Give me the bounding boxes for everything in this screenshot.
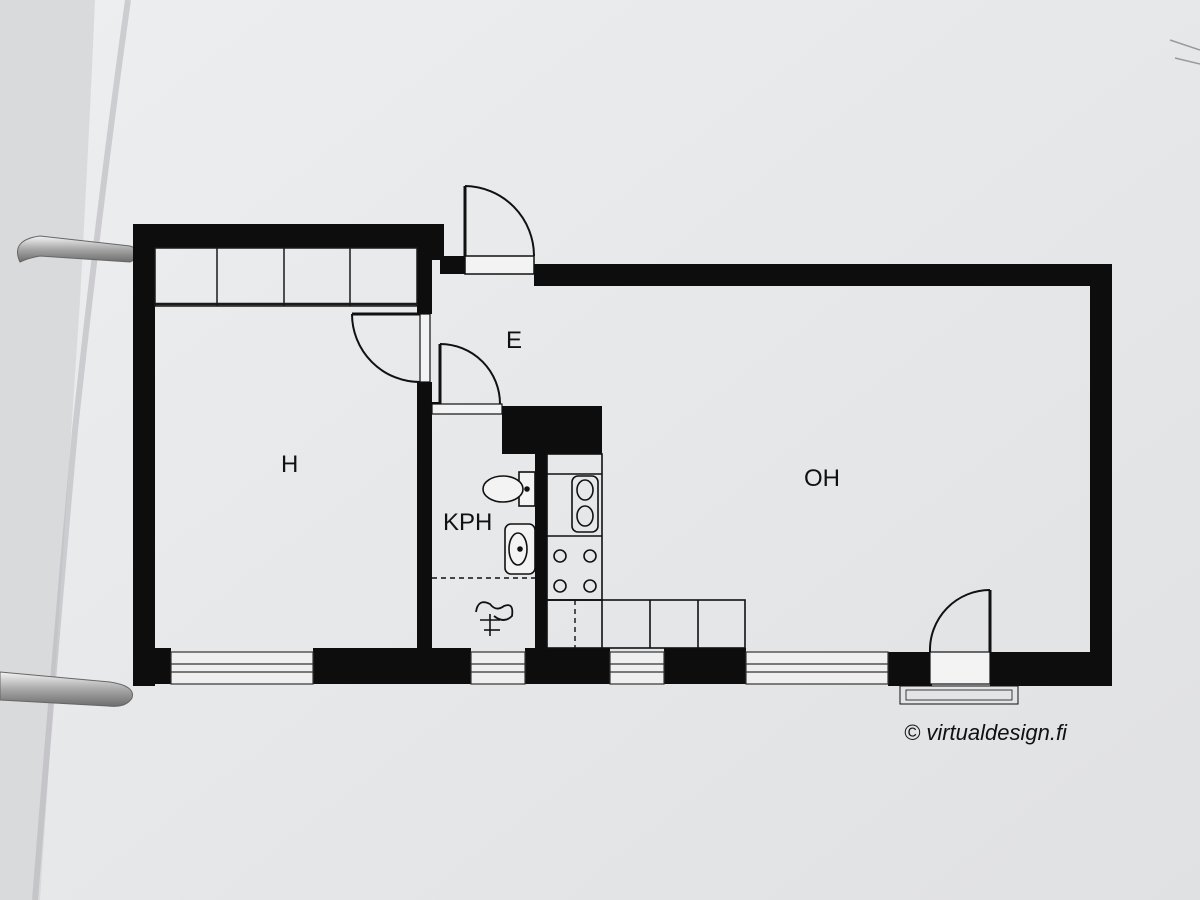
wall-right (1090, 264, 1112, 684)
door-entrance (463, 185, 535, 275)
shower-icon (475, 601, 514, 636)
binder-ring-bottom (0, 671, 134, 707)
wardrobe (154, 247, 418, 307)
window-living (745, 651, 889, 685)
door-bathroom (431, 343, 503, 415)
window-bedroom (170, 651, 314, 685)
window-bathroom (470, 651, 526, 685)
windows (170, 651, 889, 685)
door-balcony (899, 589, 1019, 705)
kitchen-sink-icon (571, 475, 599, 533)
room-label-living-room: OH (804, 465, 840, 492)
kitchen (546, 453, 746, 649)
wall-bottom-left (133, 648, 171, 684)
window-kitchen (609, 651, 665, 685)
wall-top-living-main (534, 264, 1112, 286)
page-edge-line (1169, 39, 1200, 51)
page-edge-shadow (32, 0, 131, 900)
wall-bottom-pier-3 (664, 648, 746, 684)
room-label-bathroom: KPH (443, 509, 492, 536)
wall-top-bedroom (133, 224, 444, 248)
wall-bath-kitchen (535, 454, 547, 652)
wall-top-living (440, 256, 465, 274)
credit-text: © virtualdesign.fi (904, 720, 1068, 745)
wall-bottom-pier-1 (313, 648, 471, 684)
door-bedroom (351, 312, 431, 383)
wall-bottom-pier-4 (888, 652, 932, 686)
bathroom-fixtures (432, 471, 536, 636)
kitchen-cabinets (546, 599, 746, 649)
room-label-bedroom: H (281, 451, 298, 478)
wall-bedroom-entry-lower (417, 382, 432, 652)
stove-icon (553, 549, 597, 593)
kitchen-block (502, 406, 602, 454)
room-label-entry: E (506, 327, 522, 354)
page-sheet (40, 0, 1200, 900)
wall-left (133, 224, 155, 686)
doors (351, 185, 1019, 705)
wall-bottom-right (990, 652, 1112, 686)
wall-bedroom-entry (417, 248, 432, 314)
walls (133, 224, 1112, 686)
toilet-icon (482, 471, 536, 507)
wall-bottom-pier-2 (525, 648, 610, 684)
sink-icon (504, 523, 536, 575)
page-edge-line (1174, 57, 1200, 65)
